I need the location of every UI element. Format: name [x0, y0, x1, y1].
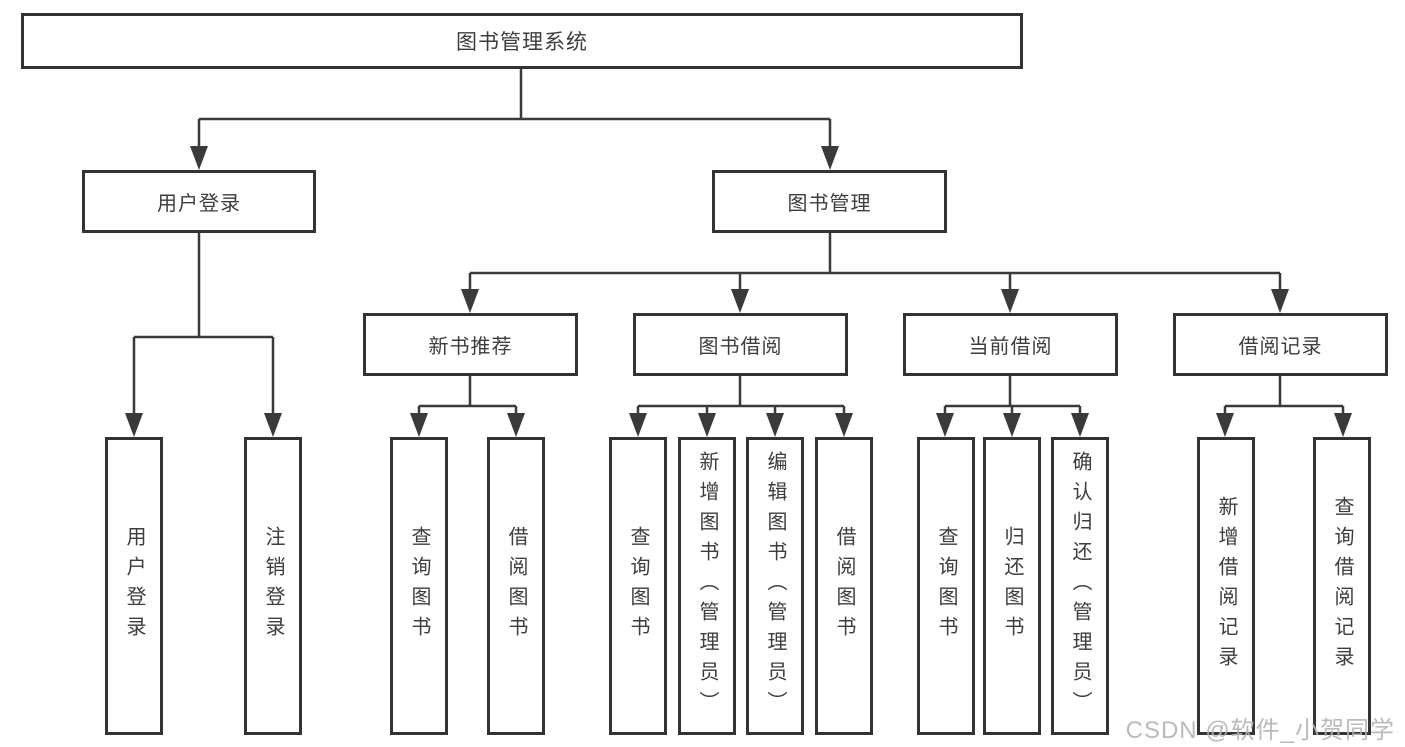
connector-book-management-children — [461, 233, 1289, 313]
node-label: 新书推荐 — [428, 336, 513, 358]
connector-current-borrow-children — [936, 376, 1089, 437]
connector-new-book-recommend-children — [410, 376, 525, 437]
node-library-management-system: 图书管理系统 — [21, 13, 1023, 69]
watermark: CSDN @软件_小贺同学 — [1125, 717, 1395, 744]
arrow-down-icon — [507, 413, 525, 437]
arrow-down-icon — [1271, 289, 1289, 313]
node-current-borrow: 当前借阅 — [903, 313, 1118, 376]
node-label: 归还图书 — [1001, 526, 1023, 646]
arrow-down-icon — [264, 413, 282, 437]
node-label: 图书管理系统 — [456, 31, 588, 54]
arrow-down-icon — [1071, 413, 1089, 437]
node-label: 注销登录 — [262, 526, 284, 646]
node-label: 查询图书 — [408, 526, 430, 646]
node-label: 新增借阅记录 — [1215, 496, 1237, 676]
node-label: 查询图书 — [935, 526, 957, 646]
node-borrow-record: 借阅记录 — [1173, 313, 1388, 376]
node-book-management: 图书管理 — [712, 170, 947, 233]
node-query-books: 查询图书 — [609, 437, 667, 735]
node-logout: 注销登录 — [244, 437, 302, 735]
node-label: 图书借阅 — [698, 336, 783, 358]
node-query-borrow-record: 查询借阅记录 — [1313, 437, 1371, 735]
arrow-down-icon — [190, 146, 208, 170]
node-label: 查询借阅记录 — [1331, 496, 1353, 676]
node-label: 新增图书（管理员） — [696, 451, 718, 721]
arrow-down-icon — [698, 413, 716, 437]
connector-root-to-level2 — [190, 69, 839, 170]
arrow-down-icon — [1334, 413, 1352, 437]
connector-borrow-record-children — [1216, 376, 1352, 437]
node-borrow-books: 借阅图书 — [487, 437, 545, 735]
node-query-books: 查询图书 — [390, 437, 448, 735]
node-label: 图书管理 — [787, 193, 872, 215]
node-confirm-return-admin: 确认归还（管理员） — [1051, 437, 1109, 735]
node-borrow-books: 借阅图书 — [815, 437, 873, 735]
node-label: 编辑图书（管理员） — [764, 451, 786, 721]
node-label: 当前借阅 — [968, 336, 1053, 358]
arrow-down-icon — [1001, 289, 1019, 313]
node-user-login: 用户登录 — [82, 170, 316, 233]
arrow-down-icon — [410, 413, 428, 437]
node-edit-books-admin: 编辑图书（管理员） — [746, 437, 804, 735]
arrow-down-icon — [125, 413, 143, 437]
arrow-down-icon — [835, 413, 853, 437]
node-label: 查询图书 — [627, 526, 649, 646]
arrow-down-icon — [629, 413, 647, 437]
arrow-down-icon — [1216, 413, 1234, 437]
node-label: 借阅图书 — [833, 526, 855, 646]
arrow-down-icon — [821, 146, 839, 170]
node-label: 借阅图书 — [505, 526, 527, 646]
arrow-down-icon — [731, 289, 749, 313]
connector-book-borrow-children — [629, 376, 853, 437]
node-add-borrow-record: 新增借阅记录 — [1197, 437, 1255, 735]
arrow-down-icon — [1003, 413, 1021, 437]
node-label: 用户登录 — [123, 526, 145, 646]
node-user-login-leaf: 用户登录 — [105, 437, 163, 735]
node-return-books: 归还图书 — [983, 437, 1041, 735]
node-add-books-admin: 新增图书（管理员） — [678, 437, 736, 735]
node-label: 借阅记录 — [1238, 336, 1323, 358]
arrow-down-icon — [461, 289, 479, 313]
node-label: 用户登录 — [157, 193, 241, 215]
arrow-down-icon — [766, 413, 784, 437]
node-book-borrow: 图书借阅 — [633, 313, 848, 376]
node-new-book-recommend: 新书推荐 — [363, 313, 578, 376]
node-label: 确认归还（管理员） — [1069, 451, 1091, 721]
node-query-books: 查询图书 — [917, 437, 975, 735]
connector-user-login-children — [125, 233, 282, 437]
arrow-down-icon — [936, 413, 954, 437]
